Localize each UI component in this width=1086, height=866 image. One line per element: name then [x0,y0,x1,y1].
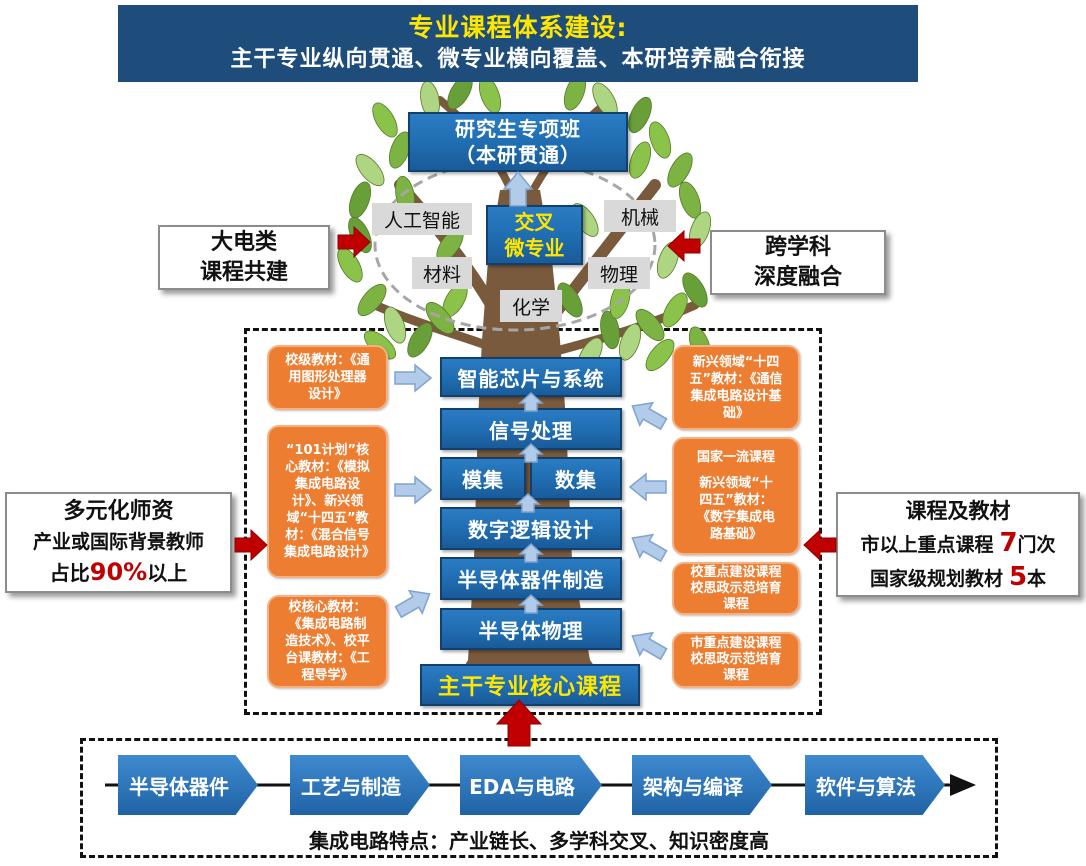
leaf [372,102,398,138]
discipline-tag-chemistry: 化学 [500,290,562,322]
leaf [656,241,680,279]
interdisciplinary-note: 跨学科 深度融合 [710,230,886,295]
key-courses-label: 市以上重点课程 [860,533,994,556]
leaf [628,96,652,134]
faculty-ratio-value: 90% [89,558,148,586]
card-text: 校级教材：《通用图形处理器设计》 [285,353,370,402]
leaf [600,310,620,350]
banner-subtitle: 主干专业纵向贯通、微专业横向覆盖、本研培养融合衔接 [230,46,806,72]
card-line: 校思政示范培育课程 [690,652,782,683]
national-course-card: 国家一流课程 新兴领域“十四五”教材：《数字集成电路基础》 [672,437,800,555]
key-courses-unit: 门次 [1017,533,1056,556]
card-line: 市重点建设课程 [690,636,782,651]
leaf [425,301,455,335]
discipline-tag-materials: 材料 [412,257,472,289]
note-line: 深度融合 [753,264,842,290]
textbook-card-fabrication: 校核心教材：《集成电路制造技术》、校平台课教材：《工程导学》 [267,595,388,688]
course-intelligent-chips: 智能芯片与系统 [440,357,622,397]
graduate-class-subtitle: （本研贯通） [455,143,581,167]
discipline-tag-physics: 物理 [588,257,650,289]
title-banner: 专业课程体系建设: 主干专业纵向贯通、微专业横向覆盖、本研培养融合衔接 [118,5,918,82]
textbook-card-gpu: 校级教材：《通用图形处理器设计》 [267,345,388,410]
faculty-title: 多元化师资 [63,499,174,524]
chain-stage-software: 软件与算法 [805,755,945,815]
faculty-box: 多元化师资 产业或国际背景教师 占比90%以上 [5,492,232,593]
core-courses-title: 主干专业核心课程 [420,664,640,706]
note-line: 跨学科 [764,234,831,260]
micro-major-line2: 微专业 [504,236,565,260]
leaf [383,306,407,344]
card-title: 国家一流课程 [696,450,775,465]
textbooks-label: 国家级规划教材 [869,567,1003,590]
micro-major-line1: 交叉 [514,210,555,234]
discipline-tag-ai: 人工智能 [372,203,472,235]
leaf [662,292,688,328]
leaf [682,272,708,308]
industry-chain-arrowhead [950,774,976,796]
graduate-class-box: 研究生专项班 （本研贯通） [408,112,628,172]
city-key-course-card: 市重点建设课程 校思政示范培育课程 [672,632,800,688]
shared-ee-courses-note: 大电类 课程共建 [158,225,330,290]
key-courses-value: 7 [999,527,1018,558]
school-key-course-card: 校重点建设课程 校思政示范培育课程 [672,562,800,615]
course-stats-title: 课程及教材 [905,498,1011,523]
course-device-fabrication: 半导体器件制造 [440,557,622,600]
faculty-ratio-prefix: 占比 [49,561,90,585]
textbook-card-analog: “101计划”核心教材：《模拟集成电路设计》、新兴领域“十四五”教材：《混合信号… [267,425,388,578]
chain-stage-architecture: 架构与编译 [632,755,772,815]
industry-chain-caption: 集成电路特点：产业链长、多学科交叉、知识密度高 [309,829,769,853]
course-digital-ic: 数集 [530,457,622,500]
course-signal-processing: 信号处理 [440,408,622,450]
card-text: 新兴领域“十四五”教材：《数字集成电路基础》 [696,476,775,542]
leaf [407,322,433,358]
leaf [648,121,672,159]
banner-title: 专业课程体系建设: [408,12,628,42]
course-digital-logic: 数字逻辑设计 [440,507,622,550]
card-text: “101计划”核心教材：《模拟集成电路设计》、新兴领域“十四五”教材：《混合信号… [284,443,376,560]
card-text: 新兴领域“十四五”教材：《通信集成电路设计基础》 [689,354,783,421]
faculty-description: 产业或国际背景教师 [32,531,204,553]
chain-stage-process: 工艺与制造 [290,755,430,815]
chain-stage-devices: 半导体器件 [118,755,258,815]
discipline-tag-mechanical: 机械 [604,200,676,232]
leaf [628,141,652,179]
card-line: 校重点建设课程 [690,564,782,580]
card-line: 校思政示范培育课程 [690,580,782,612]
leaf [667,152,693,188]
course-semiconductor-physics: 半导体物理 [440,608,622,650]
note-line: 大电类 [210,229,277,255]
card-text: 校核心教材：《集成电路制造技术》、校平台课教材：《工程导学》 [285,600,370,683]
chain-stage-eda: EDA与电路 [460,755,602,815]
leaf [355,153,385,187]
faculty-ratio: 占比90%以上 [50,556,187,589]
faculty-ratio-suffix: 以上 [147,561,188,585]
micro-major-box: 交叉 微专业 [486,205,583,265]
leaf [348,181,372,219]
textbooks-unit: 本 [1027,567,1047,590]
note-line: 课程共建 [199,259,288,285]
textbook-card-communication: 新兴领域“十四五”教材：《通信集成电路设计基础》 [672,345,800,430]
leaf [357,283,387,317]
leaf [645,338,675,372]
leaf [557,282,583,318]
course-analog-ic: 模集 [440,457,526,500]
textbooks-value: 5 [1008,561,1028,592]
leaf [635,308,665,342]
graduate-class-title: 研究生专项班 [455,117,581,141]
leaf [618,323,642,361]
